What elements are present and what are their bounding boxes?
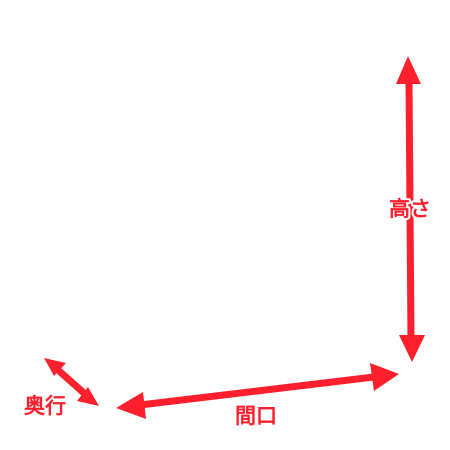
- depth-label: 奥行: [24, 394, 66, 418]
- height-arrow-shaft: [405, 79, 415, 341]
- width-arrow-head-right: [370, 363, 399, 391]
- height-label: 高さ: [389, 197, 431, 221]
- depth-arrow-head-top: [44, 358, 66, 376]
- depth-arrow-shaft: [55, 367, 88, 397]
- width-arrow-head-left: [116, 392, 146, 419]
- depth-arrow-head-bottom: [77, 387, 99, 406]
- height-arrow-head-bottom: [399, 335, 425, 362]
- width-arrow: [116, 363, 399, 419]
- width-arrow-shaft: [139, 373, 375, 409]
- width-label: 間口: [235, 404, 277, 428]
- depth-arrow: [44, 358, 99, 406]
- height-arrow-head-top: [396, 56, 421, 84]
- height-arrow: [396, 56, 425, 362]
